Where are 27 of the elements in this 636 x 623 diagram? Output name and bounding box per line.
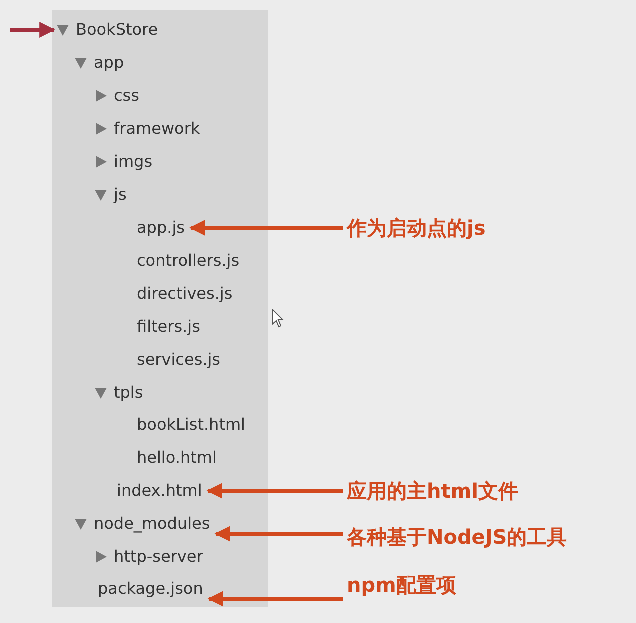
folder-item: node_modules [75, 513, 210, 535]
arrow [206, 483, 343, 499]
file-item: app.js [137, 217, 185, 239]
file-item: package.json [98, 578, 204, 600]
file-item: directives.js [137, 283, 233, 305]
file-item: controllers.js [137, 250, 240, 272]
folder-item: tpls [95, 382, 144, 404]
arrow [10, 22, 56, 38]
arrow [214, 526, 343, 542]
annotation-text: npm配置项 [347, 572, 456, 598]
folder-item: imgs [95, 151, 153, 173]
folder-item: http-server [95, 546, 204, 568]
annotation-text: 应用的主html文件 [347, 478, 518, 504]
arrow [189, 220, 343, 236]
folder-item: framework [95, 118, 200, 140]
annotation-text: 作为启动点的js [347, 215, 486, 241]
folder-item: BookStore [57, 19, 158, 41]
file-item: services.js [137, 349, 221, 371]
file-item: index.html [117, 480, 202, 502]
file-item: filters.js [137, 316, 200, 338]
file-item: hello.html [137, 447, 217, 469]
folder-item: js [95, 184, 127, 206]
folder-item: css [95, 85, 140, 107]
annotation-text: 各种基于NodeJS的工具 [347, 524, 568, 550]
file-item: bookList.html [137, 414, 246, 436]
arrow [208, 591, 343, 607]
folder-item: app [75, 52, 124, 74]
